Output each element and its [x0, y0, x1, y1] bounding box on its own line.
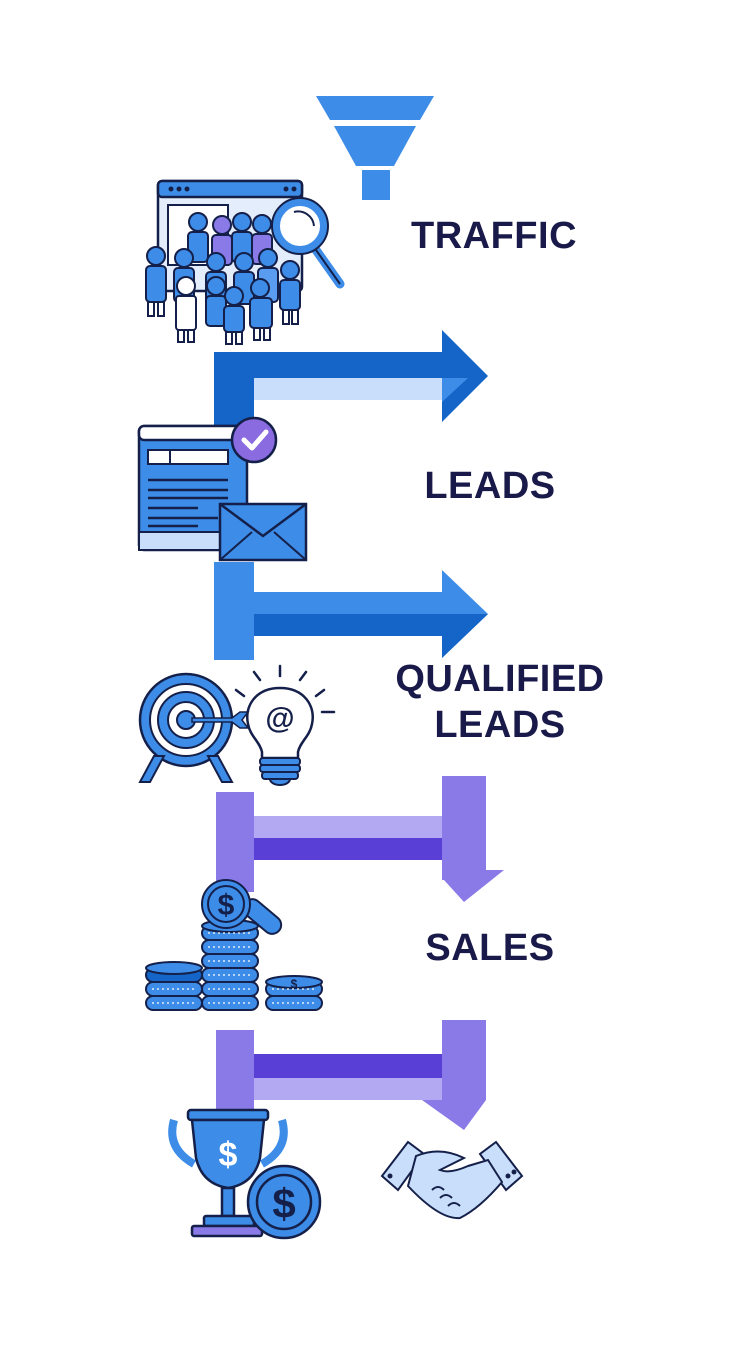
- flow-arrow-qualified-to-sales: [216, 776, 504, 902]
- stage-label-qualified-leads: QUALIFIED LEADS: [382, 656, 618, 748]
- svg-text:$: $: [219, 1136, 238, 1174]
- target-lightbulb-icon: @: [138, 664, 336, 786]
- trophy-coin-icon: $ $: [168, 1108, 322, 1240]
- svg-text:$: $: [218, 889, 235, 922]
- flow-arrow-sales-to-closed: [216, 1020, 486, 1130]
- flow-arrow-traffic-to-leads: [214, 330, 488, 430]
- stage-label-qualified-line2: LEADS: [434, 704, 566, 746]
- form-envelope-checkmark-icon: [137, 416, 308, 562]
- flow-arrow-leads-to-qualified: [214, 562, 488, 660]
- stage-label-leads: LEADS: [424, 465, 556, 507]
- handshake-icon: [380, 1140, 524, 1220]
- crowd-browser-magnifier-icon: [145, 179, 345, 345]
- svg-text:$: $: [291, 977, 298, 991]
- funnel-icon: [316, 96, 434, 200]
- svg-text:@: @: [265, 702, 294, 735]
- coin-stacks-icon: $ $: [145, 879, 323, 1011]
- stage-label-sales: SALES: [425, 927, 555, 969]
- stage-label-qualified-line1: QUALIFIED: [395, 658, 605, 700]
- stage-label-traffic: TRAFFIC: [410, 215, 578, 257]
- svg-text:$: $: [272, 1180, 295, 1227]
